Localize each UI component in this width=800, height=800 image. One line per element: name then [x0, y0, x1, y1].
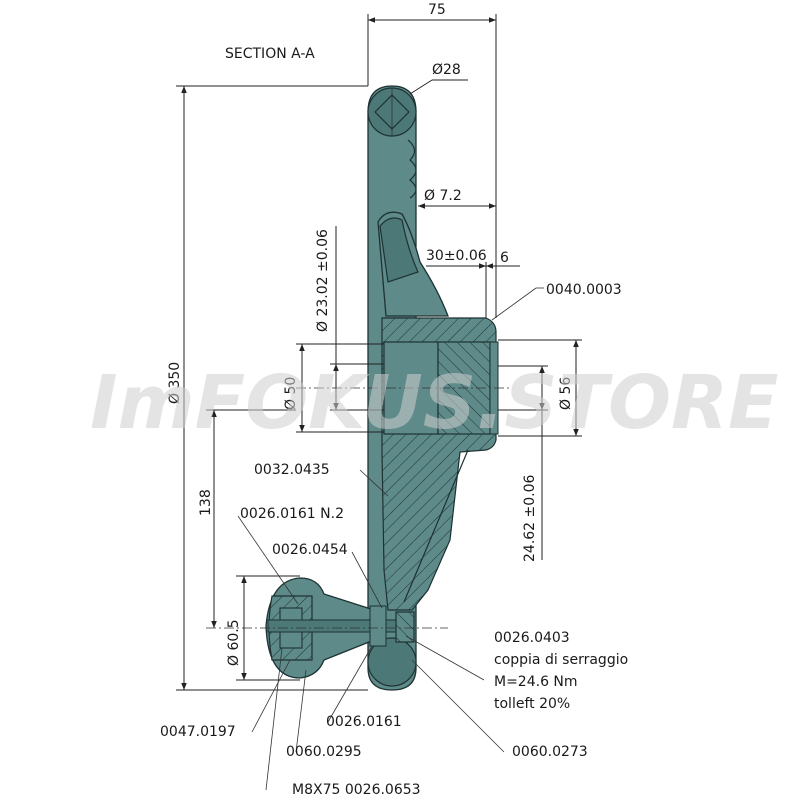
rim-section-bottom [367, 637, 417, 687]
dim-offset-6: 6 [500, 250, 509, 266]
section-title: SECTION A-A [225, 46, 315, 62]
spoke-ridges [407, 139, 417, 199]
part-m8x75: M8X75 0026.0653 [292, 782, 421, 798]
dim-24-62: 24.62 ±0.06 [522, 474, 538, 562]
part-0032-0435: 0032.0435 [254, 462, 330, 478]
dimension-lines [176, 14, 582, 691]
dim-width-top: 75 [428, 2, 446, 18]
part-0040-0003: 0040.0003 [546, 282, 622, 298]
dim-dia-60-5: Ø 60.5 [226, 619, 242, 666]
rim-square-top [374, 94, 410, 130]
arm-upper-face [379, 217, 419, 283]
dim-dia-23-02: Ø 23.02 ±0.06 [315, 229, 331, 332]
part-0026-0403: 0026.0403 [494, 630, 570, 646]
part-0060-0273: 0060.0273 [512, 744, 588, 760]
watermark: ImFOKUS.STORE [90, 360, 779, 446]
knob-bolt [267, 619, 409, 633]
dim-dia-56: Ø 56 [558, 377, 574, 410]
knob-fastener [395, 611, 415, 643]
leader-lines [237, 287, 544, 791]
part-0026-0161: 0026.0161 [326, 714, 402, 730]
part-0047-0197: 0047.0197 [160, 724, 236, 740]
torque-line-2: M=24.6 Nm [494, 674, 578, 690]
part-0026-0161-n2: 0026.0161 N.2 [240, 506, 344, 522]
dim-offset-30: 30±0.06 [426, 248, 487, 264]
dim-rim-dia: Ø28 [432, 62, 461, 78]
dim-138: 138 [198, 489, 214, 516]
knob-washer [369, 605, 387, 647]
torque-line-3: tolleft 20% [494, 696, 570, 712]
part-0026-0454: 0026.0454 [272, 542, 348, 558]
labels: SECTION A-A 75 Ø28 Ø 7.2 30±0.06 6 Ø 23.… [160, 2, 628, 798]
dim-dia-7-2: Ø 7.2 [424, 188, 462, 204]
part-0060-0295: 0060.0295 [286, 744, 362, 760]
arm-rib-line [403, 449, 469, 603]
dim-dia-350: Ø 350 [167, 362, 183, 404]
dim-dia-50: Ø 50 [283, 377, 299, 410]
torque-line-1: coppia di serraggio [494, 652, 628, 668]
